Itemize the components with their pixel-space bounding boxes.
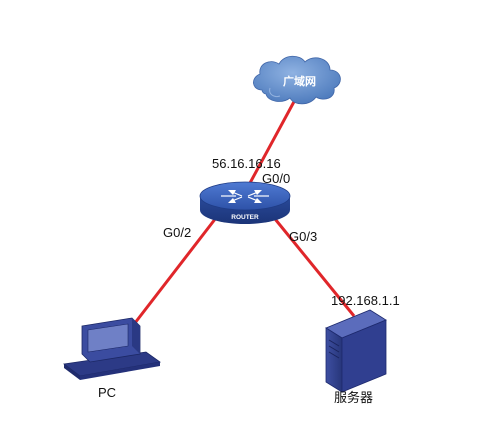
wan-cloud-label: 广域网 xyxy=(283,75,316,88)
router-wan-ip-label: 56.16.16.16 xyxy=(212,156,281,171)
router-server-port-label: G0/3 xyxy=(289,229,318,244)
link-router-pc xyxy=(126,213,221,333)
server-icon xyxy=(325,309,387,393)
link-router-wan xyxy=(248,97,298,184)
router-wan-port-label: G0/0 xyxy=(262,171,291,186)
pc-label: PC xyxy=(98,385,117,400)
router-pc-port-label: G0/2 xyxy=(163,225,192,240)
router-badge-label: ROUTER xyxy=(231,214,259,221)
wan-cloud-icon xyxy=(253,55,341,105)
server-ip-label: 192.168.1.1 xyxy=(331,293,400,308)
pc-icon xyxy=(62,317,162,380)
server-label: 服务器 xyxy=(334,391,374,406)
router-icon: ROUTER xyxy=(199,181,291,224)
link-router-server xyxy=(269,213,356,317)
